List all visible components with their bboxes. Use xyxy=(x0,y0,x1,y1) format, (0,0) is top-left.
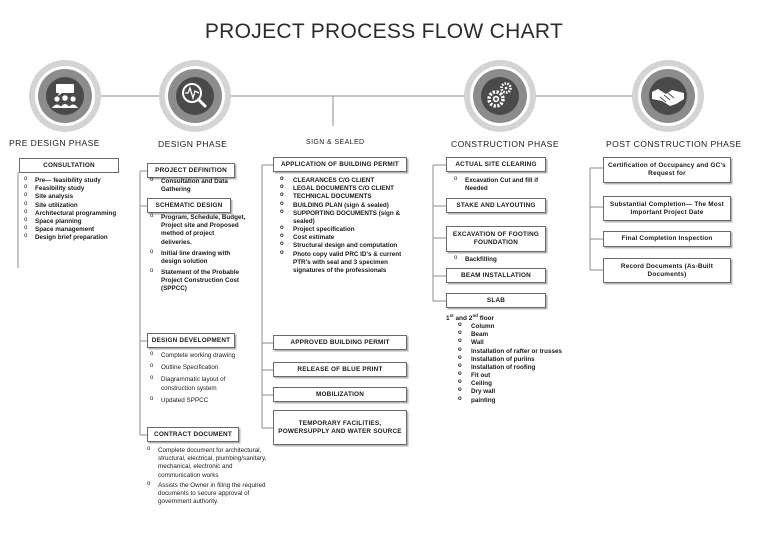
list-item: Beam xyxy=(458,330,588,339)
list-item: Statement of the Probable Project Constr… xyxy=(150,268,246,294)
list-item: Column xyxy=(458,322,588,331)
list-item: Initial line drawing with design solutio… xyxy=(150,249,246,266)
list-item: Complete document for architectural, str… xyxy=(147,446,272,480)
phase-label-sign-sealed: SIGN & SEALED xyxy=(306,139,365,146)
list-item: Fit out xyxy=(458,371,588,380)
list-item: Consultation and Data Gathering xyxy=(150,177,238,194)
list-item: Cost estimate xyxy=(280,233,410,242)
phase-label-pre-design: PRE DESIGN PHASE xyxy=(9,138,100,148)
beam-installation-box: BEAM INSTALLATION xyxy=(446,268,546,283)
list-item: Space planning xyxy=(24,217,124,226)
list-item: BUILDING PLAN (sign & sealed) xyxy=(280,200,410,210)
list-item: Assists the Owner in filing the required… xyxy=(147,481,272,507)
list-item: Installation of rafter or trusses xyxy=(458,346,588,356)
floor-heading: 1st and 2nd floor xyxy=(446,313,494,322)
certificate-occupancy-box: Certification of Occupancy and GC's Requ… xyxy=(603,157,731,183)
slab-box: SLAB xyxy=(446,293,546,308)
mobilization-box: MOBILIZATION xyxy=(273,387,407,402)
list-item: Installation of roofing xyxy=(458,363,588,372)
list-item: Backfilling xyxy=(454,255,550,264)
final-inspection-box: Final Completion Inspection xyxy=(603,231,731,247)
gears-icon xyxy=(464,60,536,132)
list-item: TECHNICAL DOCUMENTS xyxy=(280,192,410,201)
footing-excavation-box: EXCAVATION OF FOOTING FOUNDATION xyxy=(446,226,546,252)
list-item: SUPPORTING DOCUMENTS (sign & sealed) xyxy=(280,209,410,226)
floor-items-list: ColumnBeamWallInstallation of rafter or … xyxy=(458,322,588,405)
handshake-icon xyxy=(632,60,704,132)
list-item: Design brief preparation xyxy=(24,233,124,242)
substantial-completion-box: Substantial Completion— The Most Importa… xyxy=(603,196,731,221)
list-item: CLEARANCES C/O CLIENT xyxy=(280,176,410,185)
design-development-box: DESIGN DEVELOPMENT xyxy=(147,333,235,348)
temporary-facilities-box: TEMPORARY FACILITIES, POWERSUPPLY AND WA… xyxy=(273,410,407,445)
list-item: Pre— feasibility study xyxy=(24,176,124,185)
list-item: Project specification xyxy=(280,225,410,234)
approved-permit-box: APPROVED BUILDING PERMIT xyxy=(273,335,407,350)
contract-document-list: Complete document for architectural, str… xyxy=(147,446,272,507)
project-definition-box: PROJECT DEFINITION xyxy=(147,163,235,178)
release-blueprint-box: RELEASE OF BLUE PRINT xyxy=(273,362,407,377)
page-title: PROJECT PROCESS FLOW CHART xyxy=(204,20,564,43)
design-development-list: Complete working drawingOutline Specific… xyxy=(150,351,248,405)
consultation-box: CONSULTATION xyxy=(19,158,119,173)
stake-layouting-box: STAKE AND LAYOUTING xyxy=(446,198,546,213)
list-item: Wall xyxy=(458,338,588,347)
phase-label-construction: CONSTRUCTION PHASE xyxy=(451,139,559,149)
schematic-design-box: SCHEMATIC DESIGN xyxy=(147,198,231,213)
building-permit-list: CLEARANCES C/O CLIENTLEGAL DOCUMENTS C/O… xyxy=(280,176,410,276)
list-item: Photo copy valid PRC ID's & current PTR'… xyxy=(280,250,410,276)
list-item: painting xyxy=(458,396,588,405)
list-item: Updated SPPCC xyxy=(150,396,248,405)
phase-label-post-construction: POST CONSTRUCTION PHASE xyxy=(606,139,742,149)
list-item: Installation of purlins xyxy=(458,355,588,364)
pre-design-list: Pre— feasibility studyFeasibility studyS… xyxy=(24,176,124,242)
list-item: Architectural programming xyxy=(24,209,124,218)
project-definition-list: Consultation and Data Gathering xyxy=(150,177,238,194)
footing-excavation-list: Backfilling xyxy=(454,255,550,264)
list-item: Ceiling xyxy=(458,379,588,388)
record-documents-box: Record Documents (As-Built Documents) xyxy=(603,258,731,283)
list-item: Feasibility study xyxy=(24,184,124,193)
list-item: Space management xyxy=(24,225,124,234)
list-item: Site analysis xyxy=(24,192,124,201)
list-item: LEGAL DOCUMENTS C/O CLIENT xyxy=(280,184,410,193)
list-item: Outline Specification xyxy=(150,363,248,372)
list-item: Dry wall xyxy=(458,387,588,396)
list-item: Program, Schedule, Budget, Project site … xyxy=(150,213,246,247)
contract-document-box: CONTRACT DOCUMENT xyxy=(147,427,239,442)
schematic-design-list: Program, Schedule, Budget, Project site … xyxy=(150,213,246,294)
site-clearing-list: Excavation Cut and fill if Needed xyxy=(454,176,550,193)
list-item: Structural design and computation xyxy=(280,241,410,250)
site-clearing-box: ACTUAL SITE CLEARING xyxy=(446,157,546,172)
floor-heading-text: 1st and 2nd floor xyxy=(446,313,495,323)
meeting-people-icon xyxy=(29,60,101,132)
phase-label-design: DESIGN PHASE xyxy=(158,139,228,149)
list-item: Complete working drawing xyxy=(150,351,248,360)
magnifier-pulse-icon xyxy=(159,60,231,132)
building-permit-box: APPLICATION OF BUILDING PERMIT xyxy=(273,157,407,172)
list-item: Site utilization xyxy=(24,200,124,210)
list-item: Excavation Cut and fill if Needed xyxy=(454,176,550,193)
list-item: Diagrammatic layout of construction syst… xyxy=(150,375,248,392)
